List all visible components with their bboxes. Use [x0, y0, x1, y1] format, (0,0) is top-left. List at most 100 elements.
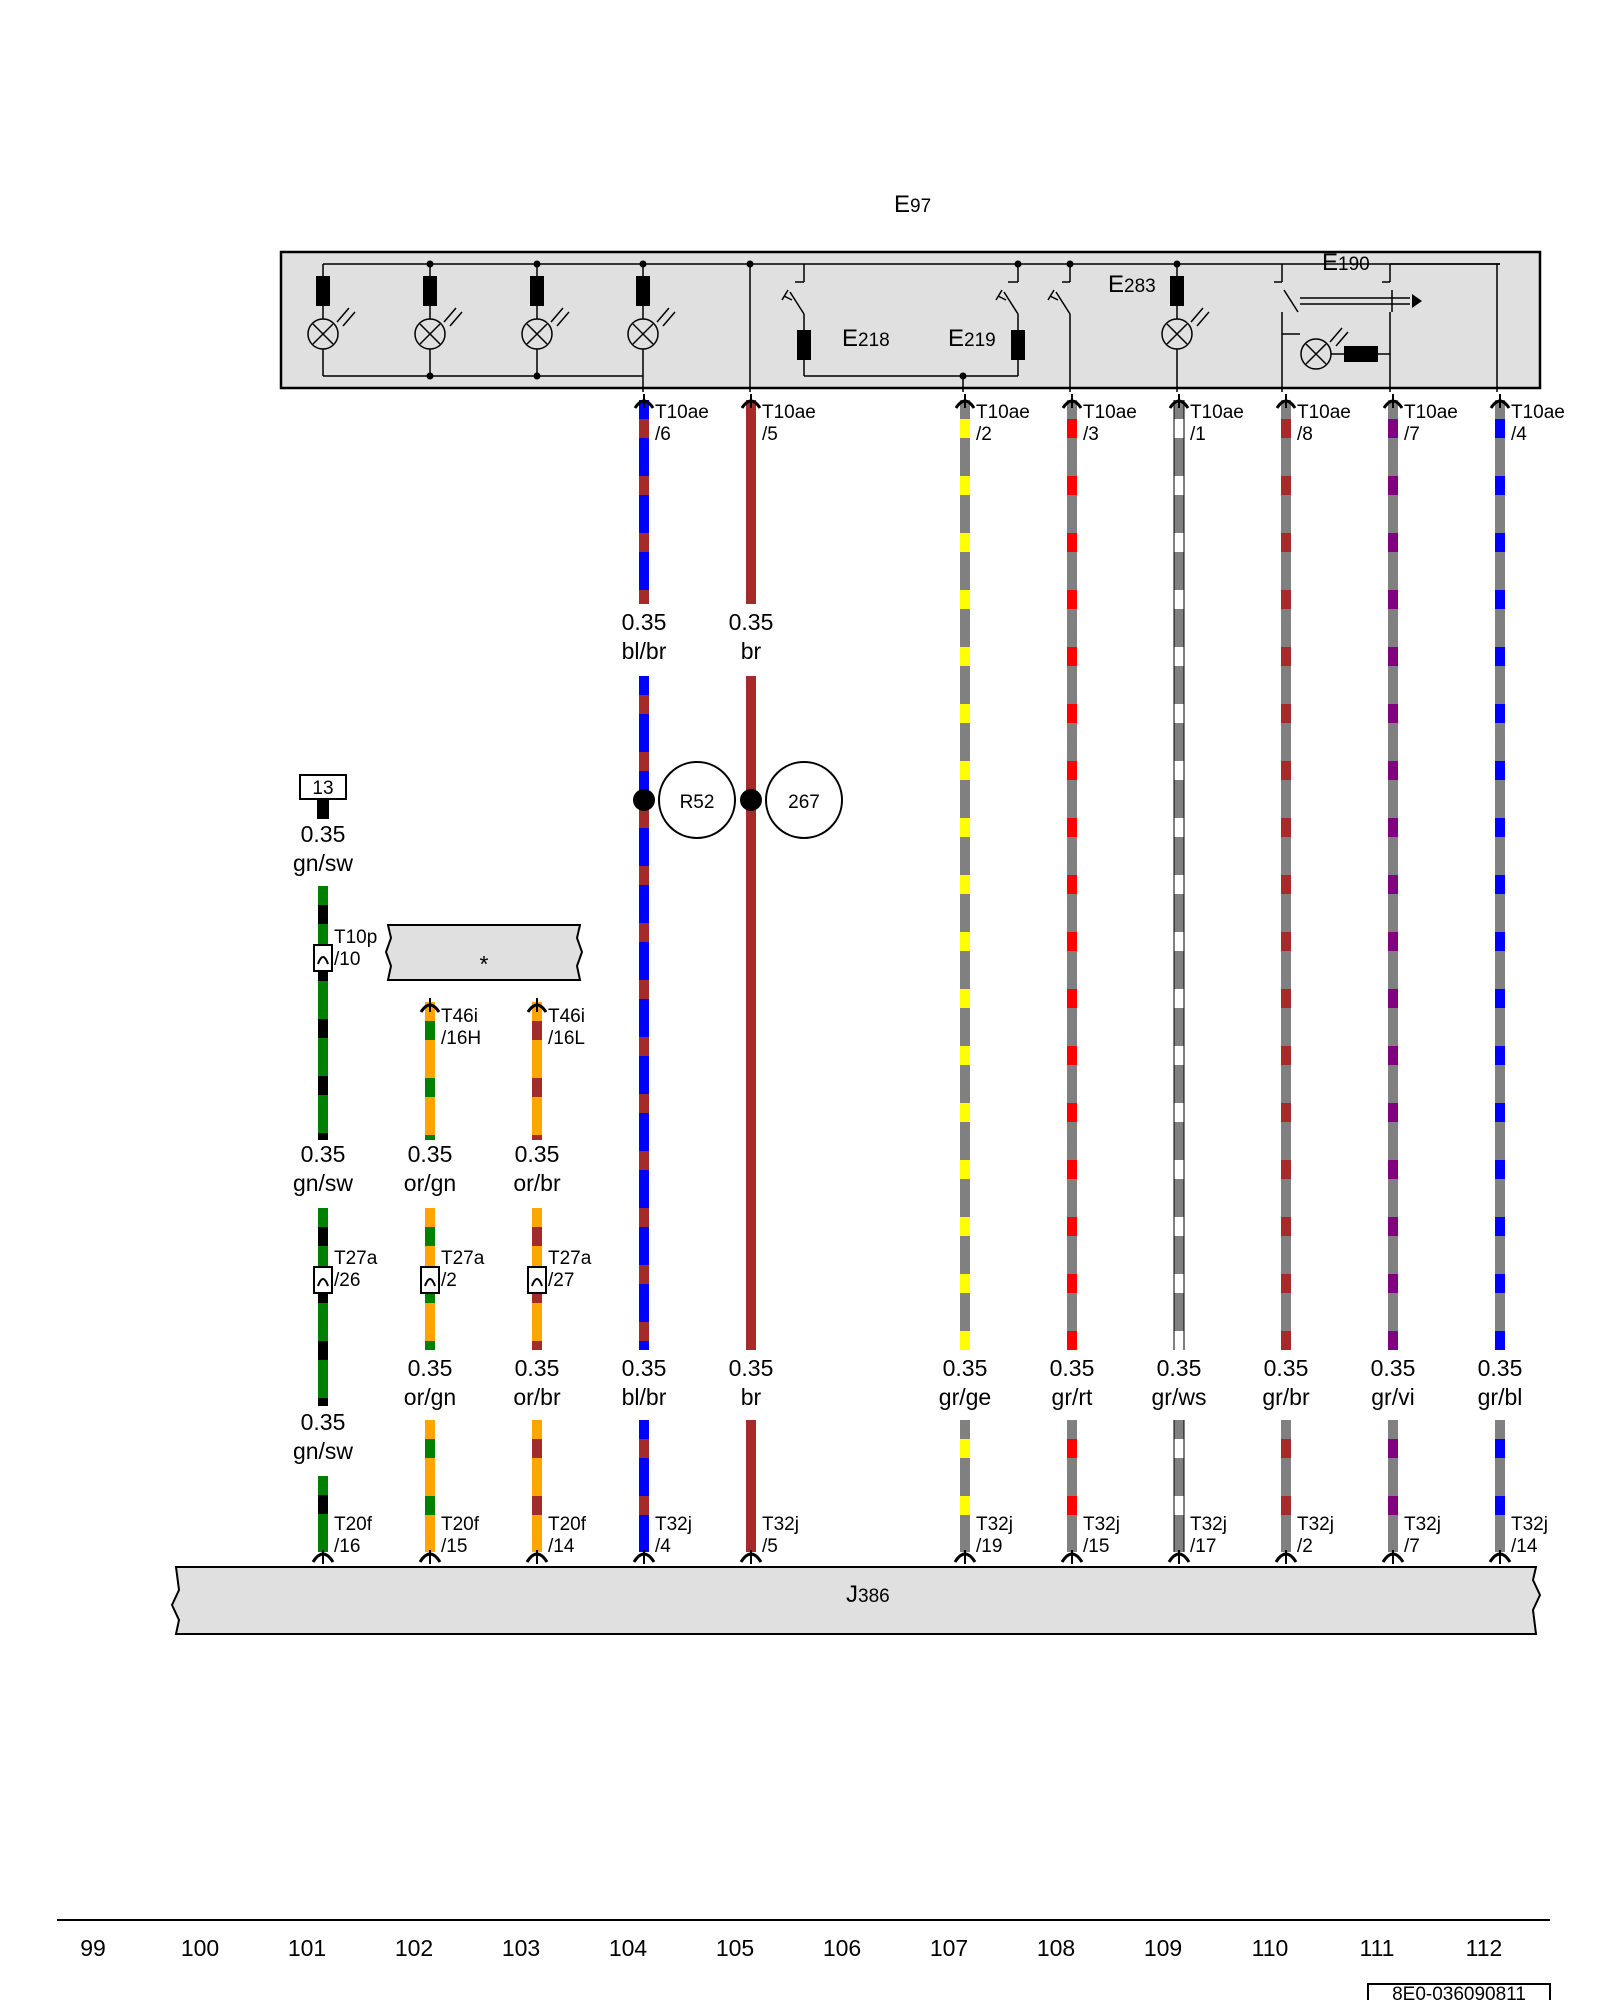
- switch-icon: [995, 264, 1025, 376]
- w104-top-connector: T10ae: [655, 402, 709, 423]
- w107-bottom-connector: T32j: [976, 1514, 1013, 1535]
- w103-label-2-color: or/br: [513, 1384, 561, 1410]
- ground-13-label: 13: [312, 778, 333, 799]
- column-number: 99: [80, 1935, 106, 1961]
- splice-ref-circle: [658, 761, 736, 839]
- column-number: 109: [1144, 1935, 1182, 1961]
- splice-ref-circle: [765, 761, 843, 839]
- w101-bottom-pin: /16: [334, 1536, 360, 1557]
- w103-label-1-color: or/br: [513, 1170, 561, 1196]
- w102-label-1-size: 0.35: [408, 1141, 453, 1167]
- w111-label-size: 0.35: [1371, 1355, 1416, 1381]
- column-number: 108: [1037, 1935, 1075, 1961]
- w107-bottom-pin: /19: [976, 1536, 1002, 1557]
- w101-bottom-connector: T20f: [334, 1514, 373, 1535]
- w104-top-pin: /6: [655, 424, 671, 445]
- w108-label-size: 0.35: [1050, 1355, 1095, 1381]
- w110-top-connector: T10ae: [1297, 402, 1351, 423]
- w110-label-color: gr/br: [1262, 1384, 1310, 1410]
- w101-inline-2-pin: /26: [334, 1270, 360, 1291]
- star-label: *: [480, 951, 489, 977]
- w103-bottom-pin: /14: [548, 1536, 575, 1557]
- w102-label-1-color: or/gn: [404, 1170, 456, 1196]
- lamp-icon: [307, 264, 356, 376]
- column-number: 102: [395, 1935, 433, 1961]
- lamp-icon: [414, 264, 463, 376]
- inline-pin-icon: [317, 1278, 329, 1287]
- w101-label-3-color: gn/sw: [293, 1438, 353, 1464]
- e219-label: E219: [948, 325, 996, 352]
- w103-label-2-size: 0.35: [515, 1355, 560, 1381]
- w103-inline-pin: /27: [548, 1270, 574, 1291]
- w108-bottom-connector: T32j: [1083, 1514, 1120, 1535]
- column-number: 101: [288, 1935, 326, 1961]
- column-number: 110: [1252, 1935, 1289, 1961]
- w110-top-pin: /8: [1297, 424, 1313, 445]
- w105-label-top-size: 0.35: [729, 609, 774, 635]
- w101-inline-2-connector: T27a: [334, 1248, 378, 1269]
- w107-top-pin: /2: [976, 424, 992, 445]
- w109-bottom-connector: T32j: [1190, 1514, 1227, 1535]
- w104-label-bottom-size: 0.35: [622, 1355, 667, 1381]
- wire-labels: 0.35 gn/sw 0.35 gn/sw 0.35 gn/sw 0.35 or/gn 0.35…: [293, 609, 1522, 1464]
- w109-top-connector: T10ae: [1190, 402, 1244, 423]
- w101-label-2-color: gn/sw: [293, 1170, 353, 1196]
- footer-code: 8E0-036090811: [1392, 1984, 1526, 2000]
- w110-bottom-pin: /2: [1297, 1536, 1313, 1557]
- switch-icon: [1047, 264, 1071, 392]
- w103-label-1-size: 0.35: [515, 1141, 560, 1167]
- w111-top-connector: T10ae: [1404, 402, 1458, 423]
- column-number: 112: [1466, 1935, 1503, 1961]
- w101-label-3-size: 0.35: [301, 1409, 346, 1435]
- inline-pin-icon: [531, 1278, 543, 1287]
- w101-inline-1-pin: /10: [334, 949, 360, 970]
- w102-inline-pin: /2: [441, 1270, 457, 1291]
- w104-label-bottom-color: bl/br: [622, 1384, 667, 1410]
- splices: R52 267: [633, 761, 843, 839]
- column-number: 107: [930, 1935, 968, 1961]
- w105-label-bottom-color: br: [741, 1384, 762, 1410]
- inline-pin-icon: [424, 1278, 436, 1287]
- w105-top-pin: /5: [762, 424, 778, 445]
- column-number: 103: [502, 1935, 540, 1961]
- splice-dot: [740, 789, 762, 811]
- w101-label-1-color: gn/sw: [293, 850, 353, 876]
- column-number: 104: [609, 1935, 648, 1961]
- ground-13-box: 13: [299, 774, 347, 800]
- w110-bottom-connector: T32j: [1297, 1514, 1334, 1535]
- w109-label-size: 0.35: [1157, 1355, 1202, 1381]
- w102-top-connector: T46i: [441, 1006, 478, 1027]
- splice-ref-label: 267: [788, 792, 820, 813]
- e190-label: E190: [1322, 249, 1370, 276]
- column-number: 100: [181, 1935, 219, 1961]
- j386-label: J386: [846, 1581, 890, 1608]
- w102-bottom-pin: /15: [441, 1536, 467, 1557]
- w104-label-top-size: 0.35: [622, 609, 667, 635]
- w108-bottom-pin: /15: [1083, 1536, 1109, 1557]
- w112-label-size: 0.35: [1478, 1355, 1523, 1381]
- w112-label-color: gr/bl: [1478, 1384, 1523, 1410]
- w112-top-pin: /4: [1511, 424, 1527, 445]
- w103-bottom-connector: T20f: [548, 1514, 587, 1535]
- w104-bottom-connector: T32j: [655, 1514, 692, 1535]
- switch-icon: [781, 264, 811, 376]
- switch-group: [749, 263, 1500, 392]
- e97-housing: [279, 250, 1542, 390]
- lamp-icon: [521, 264, 570, 376]
- w102-label-2-size: 0.35: [408, 1355, 453, 1381]
- w111-bottom-connector: T32j: [1404, 1514, 1441, 1535]
- w111-bottom-pin: /7: [1404, 1536, 1420, 1557]
- indicator-lamps: [307, 260, 1210, 392]
- splice-ref-label: R52: [680, 792, 715, 813]
- w107-top-connector: T10ae: [976, 402, 1030, 423]
- w105-label-bottom-size: 0.35: [729, 1355, 774, 1381]
- w102-label-2-color: or/gn: [404, 1384, 456, 1410]
- w101-ground-stub: [317, 799, 329, 819]
- w105-label-top-color: br: [741, 638, 762, 664]
- w102-inline-connector: T27a: [441, 1248, 485, 1269]
- w105-bottom-pin: /5: [762, 1536, 778, 1557]
- w111-label-color: gr/vi: [1371, 1384, 1414, 1410]
- w103-top-pin: /16L: [548, 1028, 585, 1049]
